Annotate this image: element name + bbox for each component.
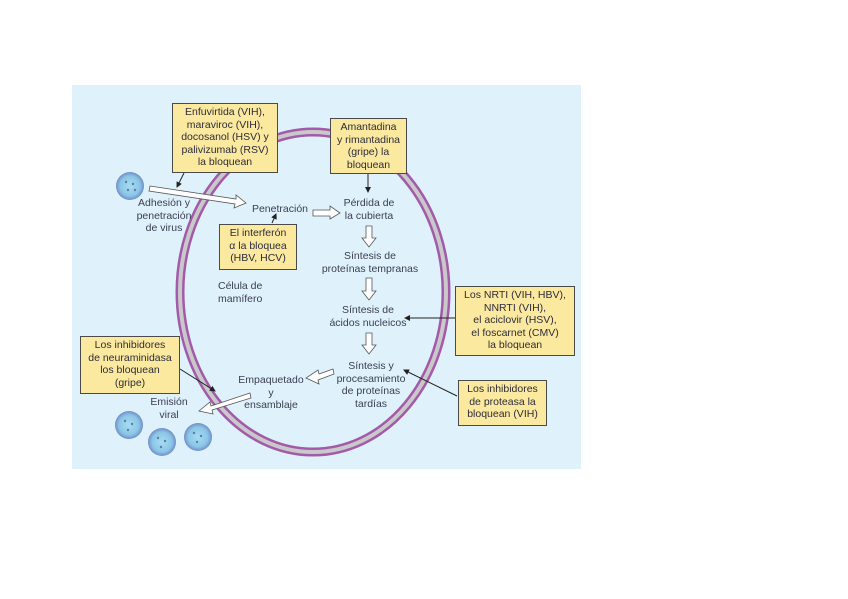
pointer-entry-inhibitor — [176, 172, 185, 188]
text-line: el foscarnet (CMV) — [471, 326, 559, 339]
text-line: Los inhibidores — [467, 383, 538, 395]
text-line: NNRTI (VIH), — [483, 301, 547, 314]
text-line: viral — [159, 408, 179, 421]
text-line: de neuraminidasa — [88, 351, 172, 364]
text-line: de virus — [145, 222, 183, 234]
text-line: procesamiento — [336, 372, 406, 385]
text-line: la bloquean — [197, 156, 253, 168]
text-line: bloquean — [346, 158, 391, 171]
text-line: Penetración — [251, 203, 309, 215]
arrow-nucleic-to-late — [361, 332, 377, 355]
text-line: Los inhibidores — [94, 339, 166, 351]
text-line: El interferón — [229, 227, 287, 239]
step-nucleic-acids-label: Síntesis de ácidos nucleicos — [325, 304, 411, 329]
pointer-protease-inhibitor — [403, 369, 458, 397]
arrow-early-to-nucleic — [361, 277, 377, 301]
text-line: Amantadina — [340, 121, 397, 133]
step-adhesion-label: Adhesión y penetración de virus — [124, 197, 204, 235]
virus-particle-released-2 — [148, 428, 176, 456]
text-line: proteínas tempranas — [321, 262, 419, 275]
text-line: el aciclovir (HSV), — [473, 314, 557, 326]
text-line: Síntesis y — [348, 360, 394, 372]
text-line: y rimantadina — [336, 133, 401, 146]
text-line: Adhesión y — [138, 197, 190, 209]
cell-membrane — [175, 127, 451, 457]
text-line: Pérdida de — [343, 197, 395, 209]
text-line: y — [268, 386, 274, 399]
text-line: ensamblaje — [244, 399, 298, 411]
pointer-interferon — [271, 213, 277, 224]
text-line: de proteasa la — [469, 395, 536, 408]
arrow-penetration-to-uncoating — [312, 205, 341, 220]
text-line: Síntesis de — [342, 304, 394, 316]
text-line: maraviroc (VIH), — [186, 118, 264, 131]
arrow-adhesion-to-penetration — [148, 185, 247, 209]
text-line: penetración — [136, 209, 192, 222]
text-line: bloquean (VIH) — [467, 408, 538, 420]
text-line: Empaquetado — [238, 374, 304, 386]
step-uncoating-label: Pérdida de la cubierta — [334, 197, 404, 222]
text-line: (HBV, HCV) — [230, 252, 286, 264]
entry-inhibitor-box: Enfuvirtida (VIH), maraviroc (VIH), doco… — [172, 103, 278, 173]
arrow-uncoating-to-early — [361, 225, 377, 248]
text-line: Célula de — [218, 280, 263, 292]
uncoating-inhibitor-box: Amantadina y rimantadina (gripe) la bloq… — [330, 118, 407, 174]
arrow-late-to-assembly — [305, 368, 335, 385]
text-line: α la bloquea — [229, 239, 287, 252]
step-release-label: Emisión viral — [146, 396, 192, 421]
step-penetration-label: Penetración — [247, 203, 313, 216]
text-line: Enfuvirtida (VIH), — [185, 106, 265, 118]
pointer-neuraminidase-inhibitor — [179, 368, 216, 392]
virus-particle-released-1 — [115, 411, 143, 439]
step-early-proteins-label: Síntesis de proteínas tempranas — [318, 250, 422, 275]
virus-particle-released-3 — [184, 423, 212, 451]
text-line: la cubierta — [344, 209, 394, 222]
arrow-assembly-to-release — [198, 392, 252, 415]
virus-particle-entering — [116, 172, 144, 200]
step-late-proteins-label: Síntesis y procesamiento de proteínas ta… — [331, 360, 411, 410]
text-line: (gripe) — [114, 376, 146, 389]
text-line: los bloquean — [100, 364, 160, 376]
text-line: Emisión — [150, 396, 188, 408]
text-line: Los NRTI (VIH, HBV), — [464, 289, 566, 301]
text-line: (gripe) la — [347, 146, 390, 158]
text-line: palivizumab (RSV) — [181, 143, 269, 156]
text-line: de proteínas — [341, 385, 401, 397]
nucleic-inhibitor-box: Los NRTI (VIH, HBV), NNRTI (VIH), el aci… — [455, 286, 575, 356]
text-line: Síntesis de — [344, 250, 396, 262]
text-line: la bloquean — [487, 339, 543, 351]
text-line: docosanol (HSV) y — [181, 131, 269, 143]
text-line: ácidos nucleicos — [329, 316, 407, 329]
protease-inhibitor-box: Los inhibidores de proteasa la bloquean … — [458, 380, 547, 426]
interferon-box: El interferón α la bloquea (HBV, HCV) — [219, 224, 297, 270]
text-line: mamífero — [218, 292, 263, 305]
neuraminidase-inhibitor-box: Los inhibidores de neuraminidasa los blo… — [80, 336, 180, 394]
cell-label: Célula de mamífero — [218, 280, 278, 305]
step-assembly-label: Empaquetado y ensamblaje — [235, 374, 307, 412]
text-line: tardías — [354, 397, 388, 410]
